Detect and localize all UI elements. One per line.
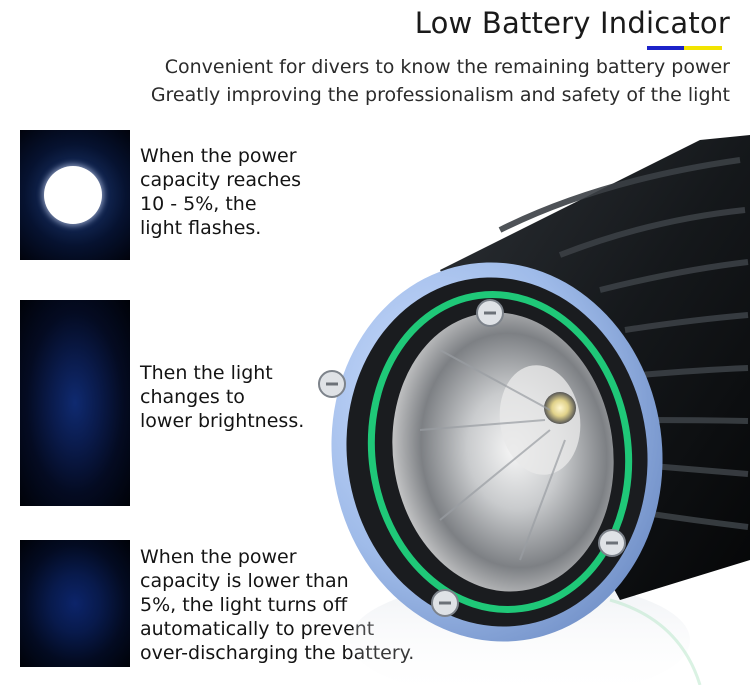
step-2-image (20, 300, 130, 506)
flash-dot-icon (44, 166, 102, 224)
flashlight-image (318, 135, 750, 685)
step-1-image (20, 130, 130, 260)
accent-bar-yellow (684, 46, 722, 50)
page-title: Low Battery Indicator (414, 6, 730, 40)
subtitle-line-2: Greatly improving the professionalism an… (150, 84, 730, 106)
accent-bar-blue (647, 46, 684, 50)
subtitle-line-1: Convenient for divers to know the remain… (164, 56, 730, 78)
step-3-image (20, 540, 130, 667)
step-1-text: When the power capacity reaches 10 - 5%,… (140, 145, 302, 239)
step-2-text: Then the light changes to lower brightne… (140, 362, 305, 432)
